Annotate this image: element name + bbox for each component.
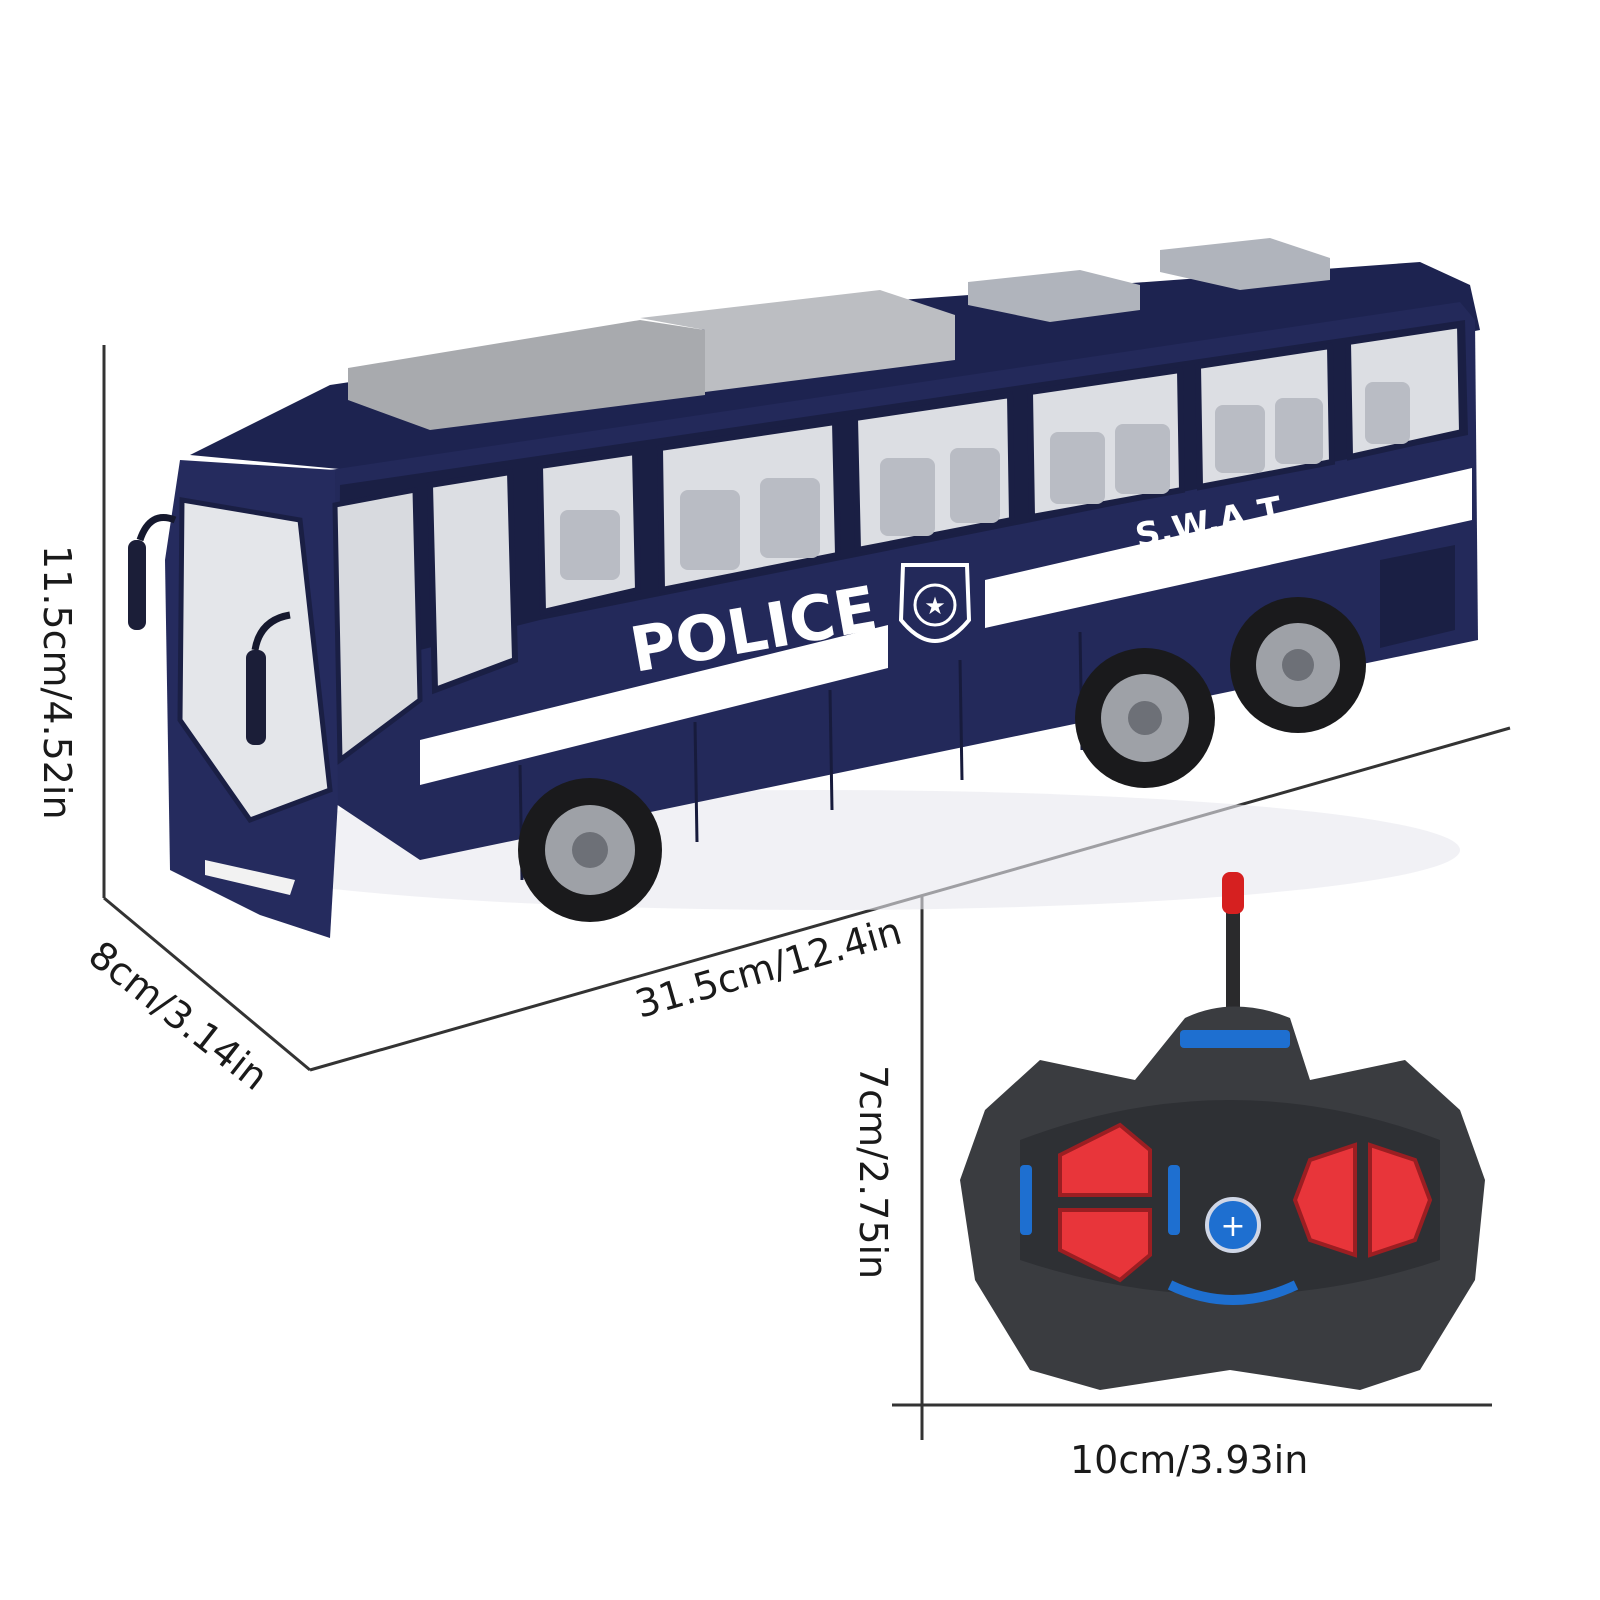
left-blue-accent — [1020, 1165, 1032, 1235]
right-dpad — [1292, 1142, 1433, 1258]
remote-control: + — [960, 872, 1485, 1390]
bus-width-line — [103, 896, 311, 1072]
svg-text:★: ★ — [924, 592, 946, 620]
roof-ac-unit-middle — [640, 290, 955, 392]
remote-height-label: 7cm/2.75in — [851, 1065, 895, 1279]
roof-vent-1 — [968, 270, 1140, 322]
backward-button[interactable] — [1058, 1208, 1152, 1283]
remote-bottom-arc — [1167, 1280, 1299, 1305]
remote-antenna-tip — [1222, 872, 1244, 914]
window-1 — [426, 468, 519, 695]
roof-vent-2 — [1160, 238, 1330, 290]
rear-grille — [1380, 545, 1455, 648]
roof-ac-unit-front — [348, 320, 705, 430]
bus-height-label: 11.5cm/4.52in — [35, 545, 79, 820]
left-turn-button[interactable] — [1292, 1142, 1357, 1258]
side-stripe-upper — [985, 468, 1472, 628]
plus-icon: + — [1220, 1209, 1245, 1244]
police-badge-emblem: ★ — [898, 563, 972, 643]
forward-button[interactable] — [1058, 1122, 1152, 1197]
bus-wheels — [518, 597, 1366, 922]
police-bus: POLICE S.W.A.T ★ — [128, 238, 1480, 938]
rear-wheel-1 — [1075, 648, 1215, 788]
side-stripe-lower — [420, 625, 888, 785]
entry-door — [332, 487, 423, 765]
center-power-button[interactable] — [1205, 1197, 1261, 1253]
front-bumper-light — [205, 860, 295, 895]
front-wheel — [518, 778, 662, 922]
seat-silhouettes — [560, 382, 1410, 580]
remote-display-bar — [1180, 1030, 1290, 1048]
right-turn-button[interactable] — [1368, 1142, 1433, 1258]
side-mirrors — [128, 514, 291, 745]
remote-antenna — [1226, 900, 1240, 1020]
rear-wheel-2 — [1230, 597, 1366, 733]
remote-width-label: 10cm/3.93in — [1070, 1438, 1308, 1482]
left-dpad — [1020, 1122, 1180, 1283]
